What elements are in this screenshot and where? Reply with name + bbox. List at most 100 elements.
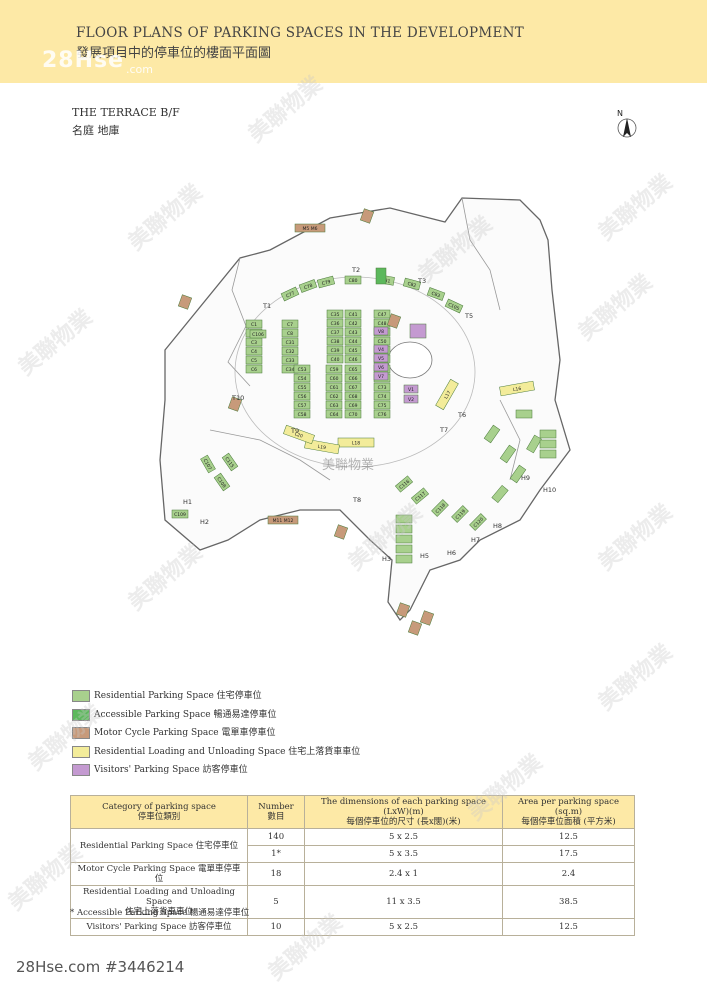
residential-space-box: [469, 513, 487, 531]
residential-space-label: C60: [330, 376, 339, 382]
legend-label: Motor Cycle Parking Space 電單車停車位: [94, 728, 276, 738]
residential-space-label: C73: [378, 385, 387, 391]
residential-space-box: [373, 382, 391, 392]
residential-space-label: C34: [286, 367, 295, 373]
visitor-space-box: [373, 353, 389, 363]
residential-space-box: [499, 444, 517, 464]
residential-space-box: [293, 382, 311, 392]
residential-space: C83: [426, 287, 446, 301]
table-cell: 1*: [247, 845, 305, 863]
residential-space-box: [344, 364, 362, 374]
residential-space: C63: [325, 400, 343, 410]
residential-space-label: C64: [330, 412, 339, 418]
legend-swatch: [72, 708, 90, 721]
residential-space-box: [344, 354, 362, 364]
residential-space-box: [245, 319, 263, 329]
tower-label: T9: [290, 427, 299, 435]
loading-space: L20: [283, 424, 315, 445]
residential-space-label: C58: [298, 412, 307, 418]
legend-label: Residential Loading and Unloading Space …: [94, 746, 361, 757]
tower-label: H10: [543, 486, 556, 494]
residential-space-box: [280, 286, 300, 302]
residential-space-label: C45: [349, 348, 358, 354]
residential-space-box: [373, 391, 391, 401]
loading-space-box: [499, 380, 535, 397]
residential-space-box: [509, 464, 527, 484]
residential-space-box: [316, 275, 336, 289]
residential-space: C64: [325, 409, 343, 419]
watermark-logo-sub: .com: [126, 63, 153, 76]
residential-space-box: [395, 524, 413, 534]
loading-space-label: L20: [294, 431, 304, 440]
residential-space: C60: [325, 373, 343, 383]
table-header: Number 數目: [247, 795, 305, 829]
table-row: 1* 5 x 3.5 17.5: [71, 845, 635, 863]
residential-space-box: [293, 409, 311, 419]
motorcycle-space: [359, 208, 375, 224]
visitor-space-box: [373, 362, 389, 372]
legend-swatch: [72, 764, 90, 776]
loading-space: L16: [499, 380, 535, 397]
residential-space-box: [426, 287, 446, 301]
residential-space: C44: [344, 336, 362, 346]
residential-space-box: [373, 309, 391, 319]
motorcycle-space-box: [227, 396, 243, 412]
residential-space: C38: [326, 336, 344, 346]
residential-space-box: [344, 318, 362, 328]
residential-space-box: [281, 355, 299, 365]
motorcycle-space: [177, 294, 193, 310]
table-cell: 5 x 2.5: [304, 828, 503, 846]
residential-space: C78: [298, 279, 318, 293]
residential-space: C61: [325, 382, 343, 392]
visitor-space-label: V8: [378, 329, 384, 335]
residential-space-label: C107: [202, 458, 213, 471]
residential-space: [515, 409, 533, 419]
residential-space-label: C79: [321, 279, 331, 287]
residential-space-label: C63: [330, 403, 339, 409]
residential-space: C109: [171, 509, 189, 519]
residential-space: C5: [245, 355, 263, 365]
residential-space-label: C59: [330, 367, 339, 373]
residential-space: C70: [344, 409, 362, 419]
residential-space: C8: [281, 328, 299, 338]
residential-space: C6: [245, 364, 263, 374]
residential-space: [395, 554, 413, 564]
residential-space-label: C56: [298, 394, 307, 400]
residential-space-label: C47: [378, 312, 387, 318]
residential-space: C40: [326, 354, 344, 364]
visitor-space: V2: [403, 394, 419, 404]
visitor-space: V7: [373, 371, 389, 381]
residential-space-label: C115: [223, 456, 235, 469]
residential-space-box: [325, 373, 343, 383]
residential-space-box: [281, 337, 299, 347]
residential-space-label: C80: [349, 278, 358, 284]
residential-space-box: [200, 454, 216, 474]
residential-space: C7: [281, 319, 299, 329]
residential-space-box: [394, 475, 414, 493]
table-cell: Residential Loading and Unloading Space …: [70, 885, 248, 919]
residential-space: [509, 464, 527, 484]
residential-space-label: C5: [251, 358, 257, 364]
residential-space: [395, 534, 413, 544]
residential-space-box: [539, 429, 557, 439]
motorcycle-space-box: [359, 208, 375, 224]
residential-space: C35: [326, 309, 344, 319]
residential-space: C48: [373, 318, 391, 328]
motorcycle-space-label: M5 M6: [303, 226, 318, 232]
tower-label: H6: [447, 549, 456, 557]
motorcycle-space: [227, 396, 243, 412]
page-title-zh: 發展項目中的停車位的樓面平面圖: [76, 46, 272, 61]
residential-space: C80: [344, 275, 362, 285]
residential-space-label: C43: [349, 330, 358, 336]
residential-space-box: [326, 354, 344, 364]
motorcycle-space: [333, 524, 349, 540]
residential-space-label: C83: [430, 291, 441, 300]
residential-space-box: [326, 309, 344, 319]
table-cell: 140: [247, 828, 305, 846]
residential-space-box: [326, 336, 344, 346]
residential-space: C105: [444, 298, 464, 314]
residential-space: C50: [373, 336, 391, 346]
motorcycle-space-box: [294, 223, 326, 233]
table-cell: 18: [247, 862, 305, 886]
residential-space-box: [373, 400, 391, 410]
